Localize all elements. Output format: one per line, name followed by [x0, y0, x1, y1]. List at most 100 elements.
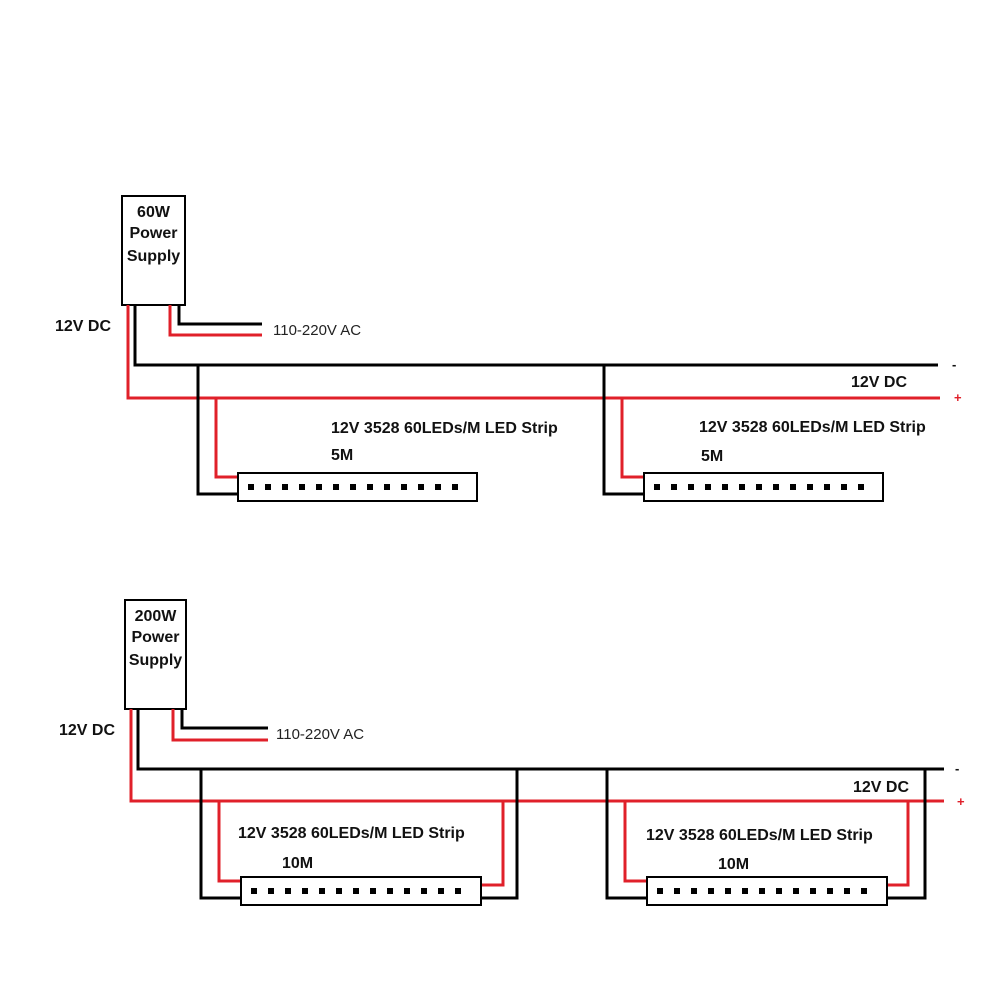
led — [251, 888, 257, 894]
led — [756, 484, 762, 490]
strip-4-title: 12V 3528 60LEDs/M LED Strip — [646, 827, 873, 844]
led — [841, 484, 847, 490]
led — [657, 888, 663, 894]
led — [844, 888, 850, 894]
led — [302, 888, 308, 894]
strip-2-body — [643, 472, 884, 502]
positive-symbol: + — [954, 390, 962, 405]
led — [384, 484, 390, 490]
led — [722, 484, 728, 490]
strip-2-leds — [654, 484, 864, 490]
diagram-200w: 200W Power Supply 110-220V AC 12V DC - +… — [59, 599, 965, 906]
led — [824, 484, 830, 490]
power-supply-label-line2: Power — [131, 629, 179, 646]
strip-4-negative-return — [887, 769, 927, 900]
led — [353, 888, 359, 894]
ac-wire-black — [180, 709, 268, 730]
led — [282, 484, 288, 490]
ac-input-label: 110-220V AC — [273, 322, 361, 339]
strip-1-body — [237, 472, 478, 502]
power-supply-label-line3: Supply — [127, 248, 180, 265]
led — [705, 484, 711, 490]
led-strip-3: 12V 3528 60LEDs/M LED Strip 10M — [199, 769, 519, 906]
strip-1-length: 5M — [331, 447, 353, 464]
led — [336, 888, 342, 894]
strip-4-leds — [657, 888, 867, 894]
led — [418, 484, 424, 490]
led — [742, 888, 748, 894]
led — [248, 484, 254, 490]
dc-output-label: 12V DC — [55, 318, 111, 335]
negative-symbol: - — [955, 761, 959, 776]
strip-1-negative-wire — [196, 365, 238, 496]
strip-3-leds — [251, 888, 461, 894]
negative-bus-wire — [133, 305, 938, 367]
strip-2-negative-wire — [602, 365, 644, 496]
led — [370, 888, 376, 894]
positive-bus-wire — [126, 305, 940, 400]
strip-1-leds — [248, 484, 458, 490]
power-supply-label-line1: 60W — [137, 204, 171, 221]
strip-3-positive-wire — [217, 801, 241, 883]
led — [654, 484, 660, 490]
led — [793, 888, 799, 894]
bus-voltage-label: 12V DC — [853, 779, 909, 796]
strip-3-negative-return — [481, 769, 519, 900]
negative-bus-wire — [136, 709, 944, 771]
led — [858, 484, 864, 490]
ac-wire-black — [177, 305, 262, 326]
led-strip-2: 12V 3528 60LEDs/M LED Strip 5M — [602, 365, 926, 502]
strip-4-positive-wire — [623, 801, 647, 883]
led — [438, 888, 444, 894]
led — [350, 484, 356, 490]
ac-wire-red — [171, 709, 268, 742]
led — [404, 888, 410, 894]
led — [452, 484, 458, 490]
power-supply-label-line1: 200W — [135, 608, 178, 625]
strip-3-positive-return — [481, 801, 505, 887]
led-strip-1: 12V 3528 60LEDs/M LED Strip 5M — [196, 365, 558, 502]
strip-3-negative-wire — [199, 769, 241, 900]
led — [333, 484, 339, 490]
positive-symbol: + — [957, 794, 965, 809]
strip-3-length: 10M — [282, 855, 313, 872]
led — [435, 484, 441, 490]
strip-2-length: 5M — [701, 448, 723, 465]
led — [759, 888, 765, 894]
diagram-60w: 60W Power Supply 110-220V AC 12V DC - + … — [55, 195, 962, 502]
led — [807, 484, 813, 490]
led — [265, 484, 271, 490]
led — [688, 484, 694, 490]
strip-4-length: 10M — [718, 856, 749, 873]
bus-voltage-label: 12V DC — [851, 374, 907, 391]
led-strip-4: 12V 3528 60LEDs/M LED Strip 10M — [605, 769, 927, 906]
led — [708, 888, 714, 894]
strip-4-positive-return — [887, 801, 910, 887]
led — [739, 484, 745, 490]
ac-wire-red — [168, 305, 262, 337]
led — [691, 888, 697, 894]
strip-4-body — [646, 876, 888, 906]
led — [810, 888, 816, 894]
led — [773, 484, 779, 490]
led — [285, 888, 291, 894]
led — [790, 484, 796, 490]
led — [299, 484, 305, 490]
strip-3-title: 12V 3528 60LEDs/M LED Strip — [238, 825, 465, 842]
strip-3-body — [240, 876, 482, 906]
strip-1-title: 12V 3528 60LEDs/M LED Strip — [331, 420, 558, 437]
led — [455, 888, 461, 894]
power-supply-box — [121, 195, 186, 306]
power-supply-label-line3: Supply — [129, 652, 182, 669]
strip-4-negative-wire — [605, 769, 647, 900]
dc-output-label: 12V DC — [59, 722, 115, 739]
led — [319, 888, 325, 894]
led — [387, 888, 393, 894]
led — [674, 888, 680, 894]
led — [316, 484, 322, 490]
positive-bus-wire — [129, 709, 944, 803]
strip-2-title: 12V 3528 60LEDs/M LED Strip — [699, 419, 926, 436]
led — [776, 888, 782, 894]
